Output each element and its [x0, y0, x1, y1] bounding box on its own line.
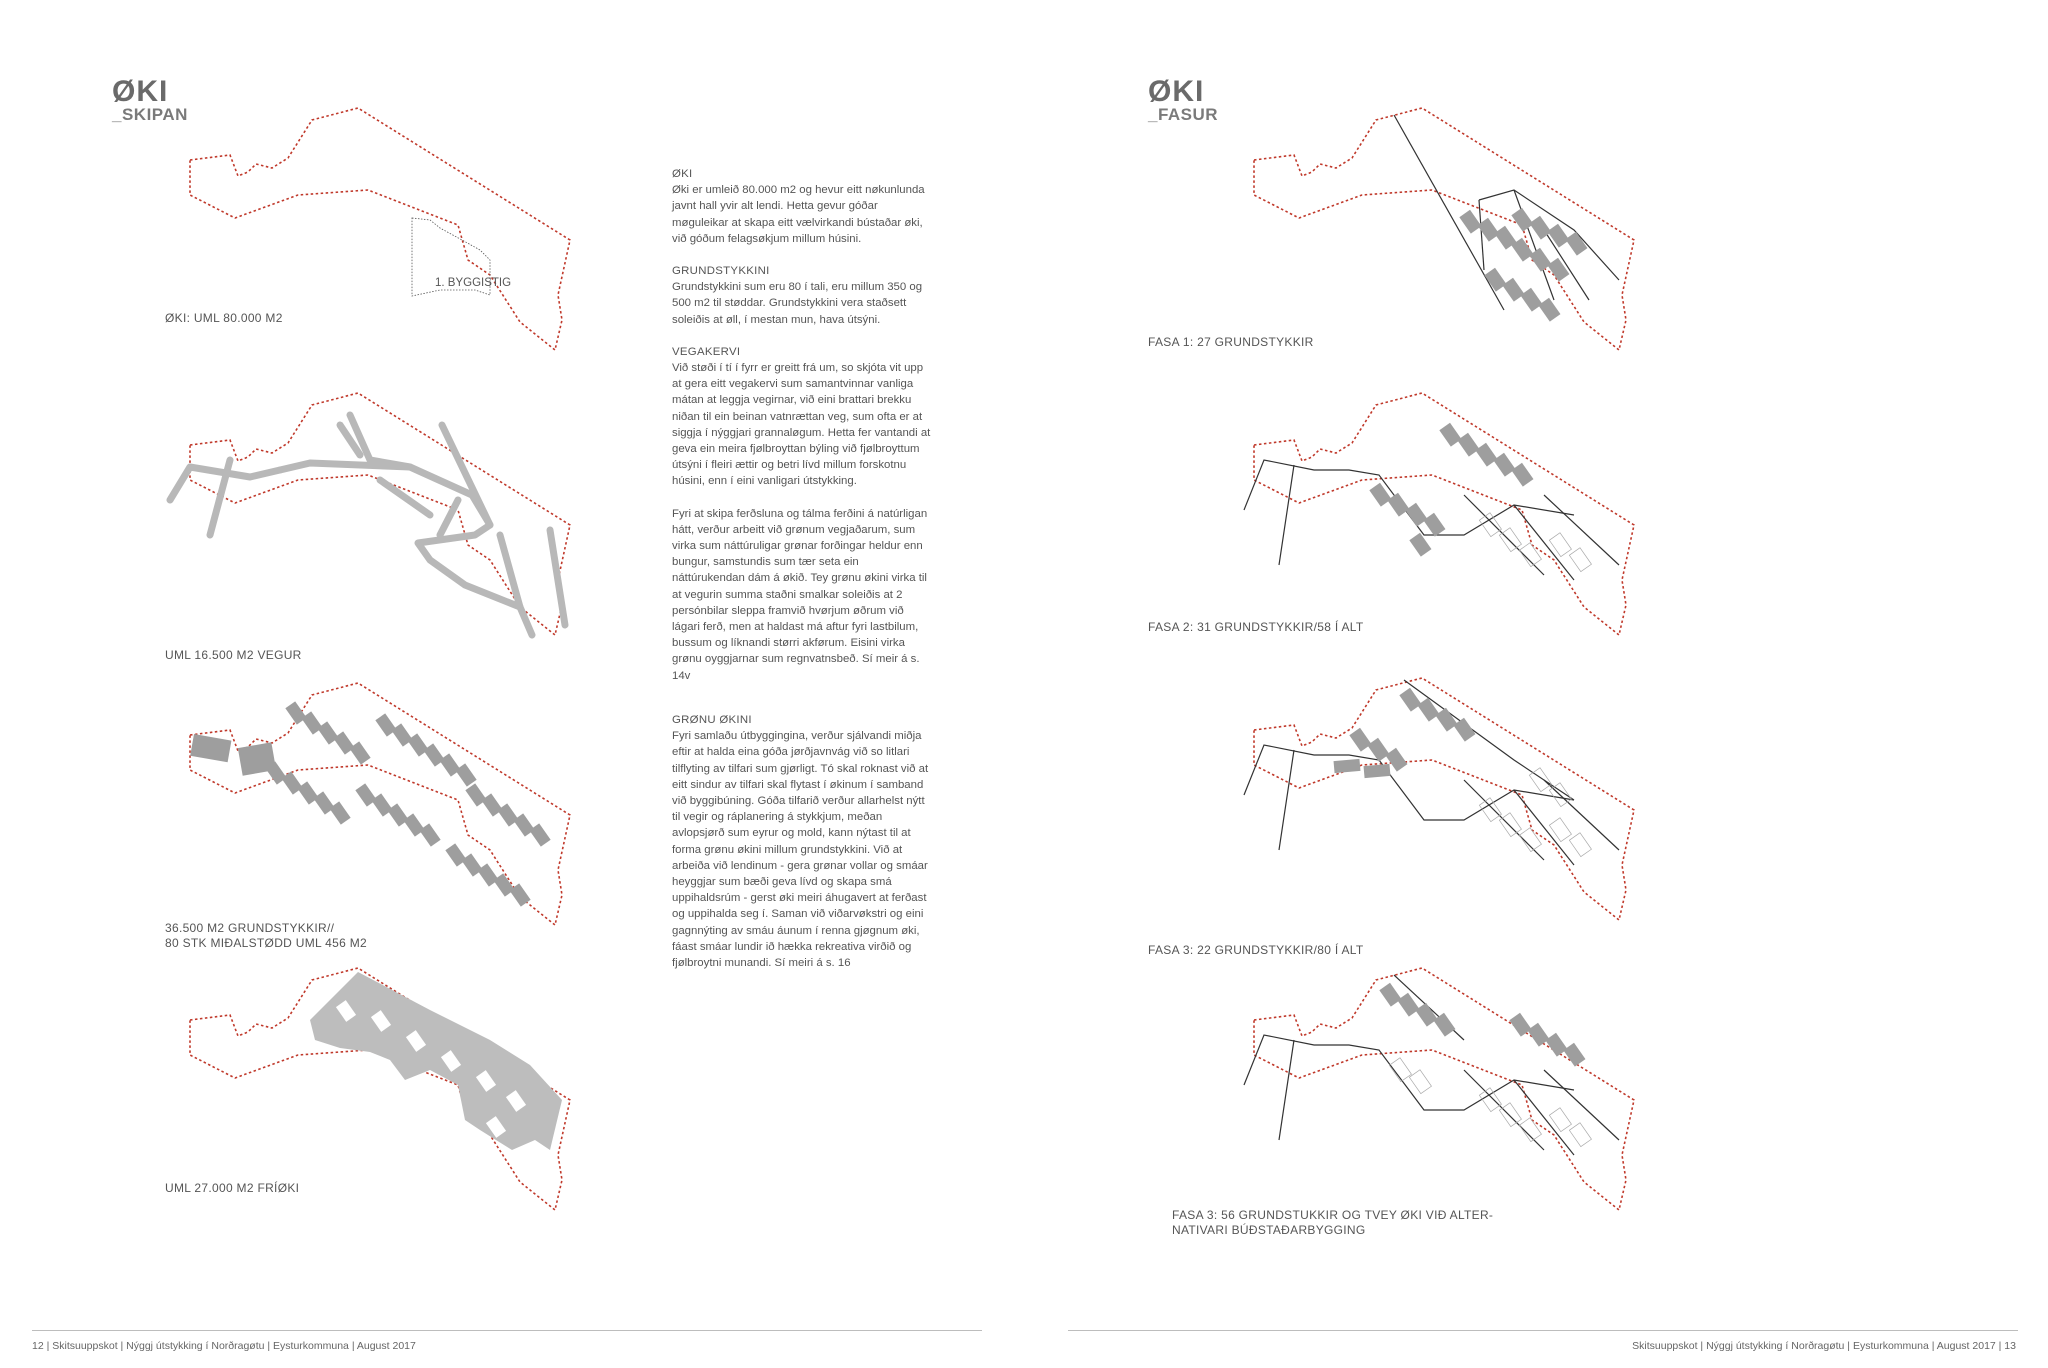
site-boundary — [1253, 967, 1635, 1212]
left-page: ØKI _SKIPAN 1. BYGGISTIG ØKI: UML 80.000… — [32, 75, 982, 1352]
section-paragraph: Øki er umleið 80.000 m2 og hevur eitt nø… — [672, 184, 925, 245]
right-heading: ØKI _FASUR — [1148, 75, 1219, 124]
caption-phase-1: FASA 1: 27 GRUNDSTYKKIR — [1148, 335, 1314, 349]
caption-plots-line-1: 36.500 M2 GRUNDSTYKKIR// — [165, 921, 335, 935]
right-title: ØKI — [1148, 75, 1205, 108]
site-boundary — [189, 107, 571, 352]
caption-plots-line-2: 80 STK MIÐALSTØDD UML 456 M2 — [165, 936, 368, 950]
caption-phase-3-alternative-line-2: NATIVARI BÚÐSTAÐARBYGGING — [1172, 1223, 1366, 1237]
footer-rule — [1068, 1330, 2018, 1331]
section-title: GRUNDSTYKKINI — [672, 265, 770, 278]
caption-plots: 36.500 M2 GRUNDSTYKKIR// 80 STK MIÐALSTØ… — [165, 921, 367, 951]
diagram-roads — [166, 392, 571, 639]
diagram-plots — [189, 682, 571, 927]
left-heading: ØKI _SKIPAN — [112, 75, 188, 124]
section-vegakervi: VEGAKERVI Við støði í tí í fyrr er greit… — [672, 344, 934, 684]
plot-row-2 — [265, 761, 351, 825]
left-title: ØKI — [112, 75, 169, 108]
existing-plot-outlines — [1388, 1057, 1592, 1148]
plot-blocks — [1333, 687, 1476, 779]
diagram-phase-3-alternative — [1243, 967, 1635, 1212]
site-boundary — [189, 967, 571, 1212]
plot-blocks — [1369, 422, 1534, 557]
caption-green-areas: UML 27.000 M2 FRÍØKI — [165, 1181, 300, 1195]
footer-right: Skitsuuppskot | Nýggj útstykking í Norðr… — [1632, 1340, 2016, 1352]
road-network — [166, 411, 569, 639]
caption-phase-2: FASA 2: 31 GRUNDSTYKKIR/58 Í ALT — [1148, 620, 1364, 634]
site-boundary — [1253, 107, 1635, 352]
diagram-phase-1 — [1253, 107, 1635, 352]
diagram-area: 1. BYGGISTIG — [189, 107, 571, 352]
section-gronu-okini: GRØNU ØKINI Fyri samlaðu útbyggingina, v… — [672, 712, 934, 971]
footer-rule — [32, 1330, 982, 1331]
road-lines — [1393, 114, 1620, 311]
plot-row-3 — [375, 713, 477, 787]
diagram-green-areas — [189, 967, 571, 1212]
phase1-outline — [411, 217, 491, 297]
road-lines — [1243, 459, 1620, 581]
right-subtitle: _FASUR — [1148, 105, 1219, 124]
plot-blocks — [1459, 207, 1588, 322]
green-cutouts — [335, 1000, 527, 1138]
site-boundary — [1253, 392, 1635, 637]
section-paragraph: Við støði í tí í fyrr er greitt frá um, … — [672, 362, 931, 488]
phase1-label: 1. BYGGISTIG — [435, 277, 511, 289]
diagram-phase-3 — [1243, 677, 1635, 922]
existing-plot-outlines — [1478, 767, 1592, 858]
site-boundary — [189, 392, 571, 637]
plot-row-6 — [445, 843, 531, 907]
green-area-shape — [310, 972, 562, 1150]
section-oki: ØKI Øki er umleið 80.000 m2 og hevur eit… — [672, 166, 934, 247]
section-paragraph: Fyri samlaðu útbyggingina, verður sjálva… — [672, 730, 929, 969]
plot-blocks — [190, 701, 551, 907]
existing-plot-outlines — [1478, 512, 1592, 573]
caption-phase-3: FASA 3: 22 GRUNDSTYKKIR/80 Í ALT — [1148, 943, 1364, 957]
left-subtitle: _SKIPAN — [112, 105, 188, 124]
caption-roads: UML 16.500 M2 VEGUR — [165, 648, 302, 662]
section-title: GRØNU ØKINI — [672, 713, 752, 726]
plot-blocks — [1379, 982, 1586, 1067]
section-title: ØKI — [672, 168, 693, 180]
section-grundstykkini: GRUNDSTYKKINI Grundstykkini sum eru 80 í… — [672, 263, 934, 328]
plot-row-4 — [355, 783, 441, 847]
road-lines — [1243, 974, 1620, 1156]
plot-row-5 — [465, 783, 551, 847]
section-paragraph: Fyri at skipa ferðsluna og tálma ferðini… — [672, 507, 928, 682]
caption-area: ØKI: UML 80.000 M2 — [165, 311, 283, 325]
plot-row-1 — [285, 701, 371, 765]
section-title: VEGAKERVI — [672, 345, 741, 358]
right-page: ØKI _FASUR — [1024, 0, 2048, 1368]
section-paragraph: Grundstykkini sum eru 80 í tali, eru mil… — [672, 281, 923, 326]
footer-left: 12 | Skitsuuppskot | Nýggj útstykking í … — [32, 1340, 416, 1352]
caption-phase-3-alternative: FASA 3: 56 GRUNDSTUKKIR OG TVEY ØKI VIÐ … — [1172, 1208, 1493, 1238]
caption-phase-3-alternative-line-1: FASA 3: 56 GRUNDSTUKKIR OG TVEY ØKI VIÐ … — [1172, 1208, 1494, 1222]
body-text: ØKI Øki er umleið 80.000 m2 og hevur eit… — [672, 166, 934, 987]
site-boundary — [189, 682, 571, 927]
diagram-phase-2 — [1243, 392, 1635, 637]
